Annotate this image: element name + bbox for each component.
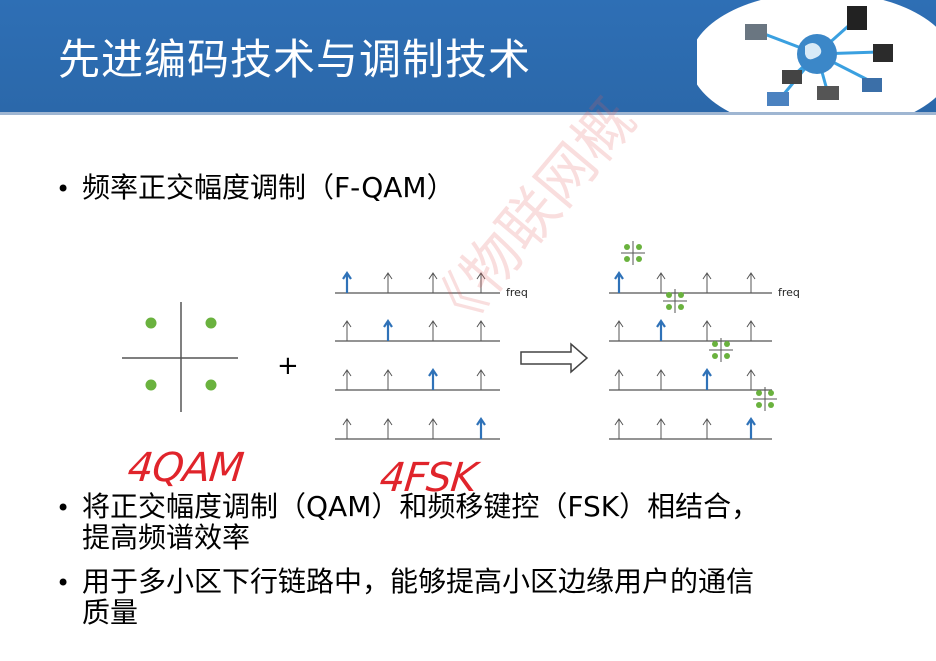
fsk-tone-head [428,418,438,426]
mini-qam-point [624,244,630,250]
fsk-active-tone-head [383,319,393,328]
fqam-tone-head [614,369,624,377]
mini-qam-point [712,353,718,359]
bullet-3-line-2: 质量 [82,596,139,629]
mini-qam-point [768,390,774,396]
fsk-tone-head [383,272,393,280]
fsk-tone-head [342,369,352,377]
bullet-2-line-2: 提高频谱效率 [82,521,251,554]
fqam-grid [609,241,777,440]
slide-title: 先进编码技术与调制技术 [58,35,532,84]
fqam-tone-head [656,272,666,280]
freq-label-2: freq [778,286,800,299]
fqam-tone-head [702,320,712,328]
slide-header: 先进编码技术与调制技术 [0,0,936,115]
mini-qam-point [768,402,774,408]
fqam-active-tone-head [614,271,624,280]
bullet-dot: • [56,175,71,203]
mini-qam-point [724,341,730,347]
bullet-3-line-1: 用于多小区下行链路中，能够提高小区边缘用户的通信 [82,565,755,598]
fsk-handwritten-note: 4FSK [377,455,479,501]
arrow-right-icon [520,342,589,374]
bullet-1-line-1: 频率正交幅度调制（F-QAM） [82,171,455,204]
bullet-2-line-1: 将正交幅度调制（QAM）和频移键控（FSK）相结合， [82,490,760,523]
fsk-grid [335,271,500,440]
fqam-active-tone-head [656,319,666,328]
mini-qam-point [666,292,672,298]
bullet-dot: • [56,569,71,597]
fsk-active-tone-head [428,368,438,377]
fsk-tone-head [476,272,486,280]
mini-qam-point [624,256,630,262]
fsk-tone-head [428,320,438,328]
fsk-tone-head [383,369,393,377]
bullet-dot: • [56,494,71,522]
mini-qam-point [756,402,762,408]
fsk-active-tone-head [342,271,352,280]
fqam-active-tone-head [746,417,756,426]
fqam-active-tone-head [702,368,712,377]
fsk-tone-head [383,418,393,426]
fsk-tone-head [476,320,486,328]
fqam-tone-head [746,369,756,377]
mini-qam-point [636,256,642,262]
network-globe-icon [697,0,936,112]
mini-qam-point [756,390,762,396]
fsk-tone-head [476,369,486,377]
fsk-tone-head [428,272,438,280]
mini-qam-point [666,304,672,310]
mini-qam-point [636,244,642,250]
mini-qam-point [712,341,718,347]
fqam-tone-head [702,418,712,426]
fqam-tone-head [656,369,666,377]
freq-label-1: freq [506,286,528,299]
mini-qam-point [724,353,730,359]
fqam-tone-head [614,320,624,328]
fqam-tone-head [746,272,756,280]
qam-handwritten-note: 4QAM [125,445,246,491]
qam-constellation [122,302,238,412]
fsk-active-tone-head [476,417,486,426]
fqam-tone-head [746,320,756,328]
mini-qam-point [678,304,684,310]
fsk-tone-head [342,418,352,426]
fqam-tone-head [656,418,666,426]
fsk-tone-head [342,320,352,328]
plus-sign: + [277,351,299,381]
mini-qam-point [678,292,684,298]
fqam-tone-head [702,272,712,280]
fqam-tone-head [614,418,624,426]
